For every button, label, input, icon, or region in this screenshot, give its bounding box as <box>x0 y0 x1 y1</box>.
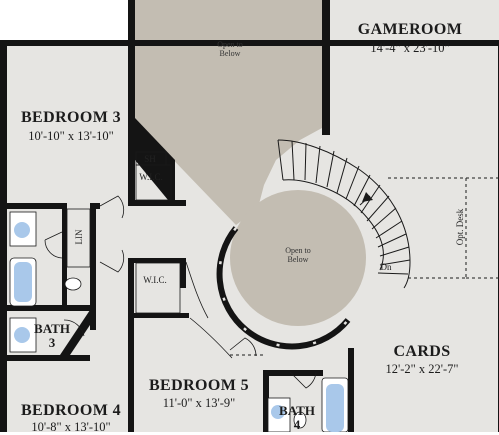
cards-dimensions: 12'-2" x 22'-7" <box>385 362 459 376</box>
bath3-label: BATH 3 <box>34 321 70 350</box>
bath4-label: BATH 4 <box>279 403 315 432</box>
bedroom3-dimensions: 10'-10" x 13'-10" <box>28 129 114 143</box>
dashed-guides <box>230 177 499 356</box>
bath3-corner-wall <box>60 310 96 355</box>
bedroom4-dimensions: 10'-8" x 13'-10" <box>31 420 111 434</box>
round-wall-gaps <box>218 227 349 348</box>
closet-shelves <box>66 151 181 314</box>
shelf-label: SH <box>144 154 156 164</box>
doors <box>44 195 317 389</box>
closet-corner-wall <box>135 118 175 200</box>
bedroom3-name: BEDROOM 3 <box>20 109 122 126</box>
wic-label-bedroom3: W.I.C. <box>139 172 163 182</box>
gameroom-name: GAMEROOM <box>357 21 463 38</box>
cards-name: CARDS <box>393 343 451 360</box>
stair-down-label: Dn <box>380 262 392 272</box>
gameroom-dimensions: 14'-4" x 23'-10" <box>370 41 450 55</box>
bath-fixtures <box>9 211 349 432</box>
exterior-top-left <box>0 0 128 40</box>
bedroom5-dimensions: 11'-0" x 13'-9" <box>162 396 236 410</box>
open-to-below-top-area <box>135 0 322 225</box>
wic-label-bedroom5: W.I.C. <box>143 275 167 285</box>
bedroom4-name: BEDROOM 4 <box>20 402 122 419</box>
bedroom5-name: BEDROOM 5 <box>148 377 250 394</box>
linen-label: LIN <box>74 229 84 245</box>
open-to-below-round-label: Open to Below <box>285 246 311 264</box>
open-to-below-top-label: Open to Below <box>217 40 243 58</box>
optional-desk-label: Opt. Desk <box>455 208 465 246</box>
spiral-stair <box>277 139 411 289</box>
open-to-below-round-area <box>230 190 366 326</box>
